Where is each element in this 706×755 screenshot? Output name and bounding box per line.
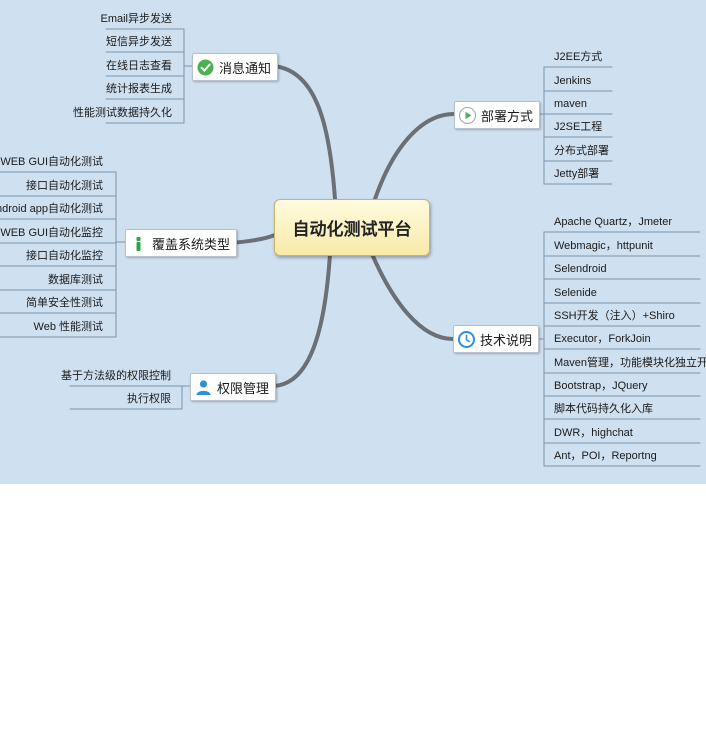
leaf-coverage-8[interactable]: Web 性能测试 xyxy=(33,321,103,333)
check-circle-icon xyxy=(197,59,214,76)
leaf-coverage-7[interactable]: 简单安全性测试 xyxy=(26,297,103,309)
leaf-deploy-5[interactable]: 分布式部署 xyxy=(554,145,609,157)
leaf-tech-11[interactable]: Ant，POI，Reportng xyxy=(554,450,657,462)
leaf-coverage-5[interactable]: 接口自动化监控 xyxy=(26,250,103,262)
leaf-tech-9[interactable]: 脚本代码持久化入库 xyxy=(554,403,653,415)
topic-permission-label: 权限管理 xyxy=(217,380,270,396)
leaf-permission-2[interactable]: 执行权限 xyxy=(127,393,171,405)
leaf-permission-1[interactable]: 基于方法级的权限控制 xyxy=(61,370,171,382)
leaf-coverage-6[interactable]: 数据库测试 xyxy=(48,274,103,286)
leaf-tech-7[interactable]: Maven管理，功能模块化独立开发 xyxy=(554,357,706,369)
leaf-coverage-3[interactable]: Android app自动化测试 xyxy=(0,203,103,215)
topic-coverage-label: 覆盖系统类型 xyxy=(152,236,231,252)
topic-deploy[interactable]: 部署方式 xyxy=(454,101,541,129)
leaf-deploy-6[interactable]: Jetty部署 xyxy=(554,168,600,180)
clock-icon xyxy=(458,330,475,348)
leaf-coverage-2[interactable]: 接口自动化测试 xyxy=(26,180,103,192)
mind-map-canvas: 自动化测试平台 消息通知 覆盖系统类型 权限管理 部署方式 技术说明 Email… xyxy=(0,0,706,484)
leaf-deploy-4[interactable]: J2SE工程 xyxy=(554,121,603,133)
topic-deploy-label: 部署方式 xyxy=(481,108,534,124)
leaf-coverage-1[interactable]: WEB GUI自动化测试 xyxy=(0,156,103,168)
topic-tech[interactable]: 技术说明 xyxy=(453,325,540,353)
branch-line-permission xyxy=(271,252,332,388)
leaf-notify-3[interactable]: 在线日志查看 xyxy=(106,60,172,72)
leaf-deploy-2[interactable]: Jenkins xyxy=(554,75,592,87)
leaf-tech-6[interactable]: Executor，ForkJoin xyxy=(554,333,651,345)
leaf-notify-2[interactable]: 短信异步发送 xyxy=(106,36,172,48)
leaf-deploy-3[interactable]: maven xyxy=(554,98,588,110)
connector-lines xyxy=(0,28,701,467)
leaf-tech-8[interactable]: Bootstrap，JQuery xyxy=(554,380,648,392)
info-icon xyxy=(130,235,147,252)
leaf-coverage-4[interactable]: WEB GUI自动化监控 xyxy=(0,227,103,239)
leaf-tech-1[interactable]: Apache Quartz，Jmeter xyxy=(554,216,672,228)
branch-line-tech xyxy=(370,252,455,341)
leaf-tech-4[interactable]: Selenide xyxy=(554,287,597,299)
branch-line-notify xyxy=(271,64,337,201)
leaf-tech-3[interactable]: Selendroid xyxy=(554,263,607,275)
topic-tech-label: 技术说明 xyxy=(480,332,533,348)
topic-notify[interactable]: 消息通知 xyxy=(192,53,279,81)
user-icon xyxy=(195,379,212,396)
topic-permission[interactable]: 权限管理 xyxy=(190,373,277,401)
leaf-notify-1[interactable]: Email异步发送 xyxy=(100,13,172,25)
leaf-tech-2[interactable]: Webmagic，httpunit xyxy=(554,240,653,252)
branch-line-deploy xyxy=(373,112,456,201)
topic-coverage[interactable]: 覆盖系统类型 xyxy=(125,229,238,257)
leaf-tech-5[interactable]: SSH开发（注入）+Shiro xyxy=(554,310,675,322)
leaf-deploy-1[interactable]: J2EE方式 xyxy=(554,51,603,63)
leaf-notify-4[interactable]: 统计报表生成 xyxy=(106,83,172,95)
leaf-notify-5[interactable]: 性能测试数据持久化 xyxy=(73,107,172,119)
central-topic[interactable]: 自动化测试平台 xyxy=(274,199,430,256)
play-icon xyxy=(459,106,476,124)
leaf-tech-10[interactable]: DWR，highchat xyxy=(554,427,633,439)
topic-notify-label: 消息通知 xyxy=(219,60,272,76)
